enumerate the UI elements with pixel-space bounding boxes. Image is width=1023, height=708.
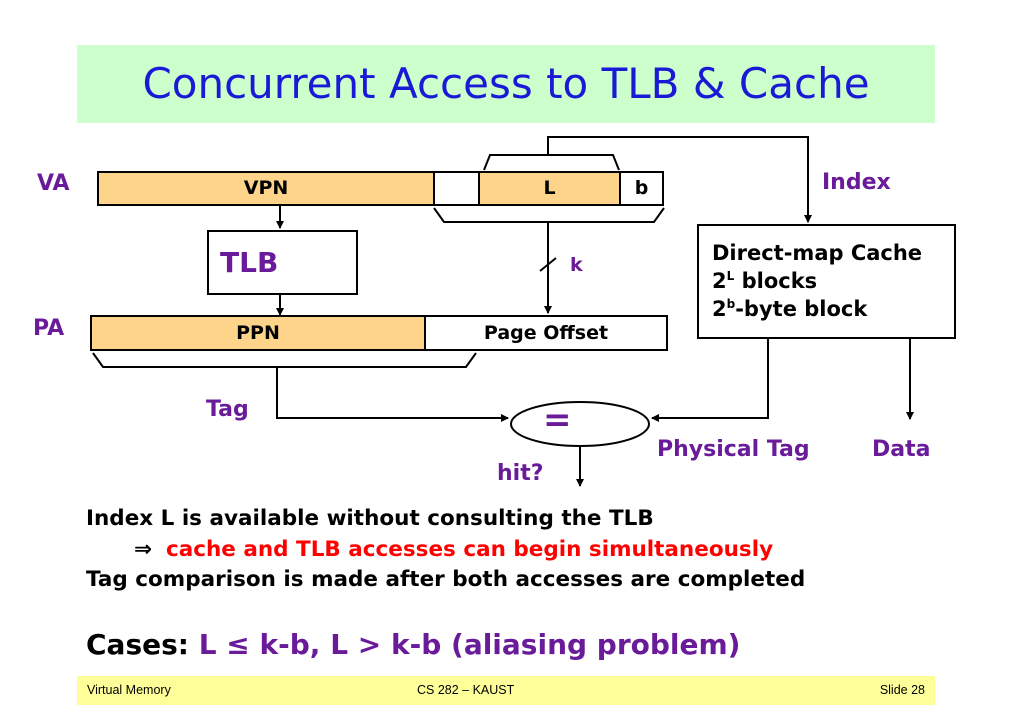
- cases-label: Cases:: [86, 628, 189, 661]
- tag-bracket: [92, 352, 477, 368]
- cache-blocksize-line: 2b-byte block: [712, 297, 867, 321]
- physical-tag-wire: [651, 339, 769, 422]
- tag-wire: [276, 367, 509, 422]
- cache-blocks-text: blocks: [734, 269, 818, 293]
- slide-title: Concurrent Access to TLB & Cache: [142, 59, 870, 108]
- tag-label: Tag: [206, 397, 249, 422]
- vpn-field: VPN: [97, 171, 435, 206]
- cache-title: Direct-map Cache: [712, 241, 923, 265]
- pa-label: PA: [33, 316, 65, 341]
- cache-blocksize-text: -byte block: [735, 297, 868, 321]
- title-band: Concurrent Access to TLB & Cache: [77, 45, 935, 123]
- cases-line: Cases: L ≤ k-b, L > k-b (aliasing proble…: [86, 628, 740, 661]
- data-label: Data: [872, 437, 931, 462]
- cache-blocks-line: 2L blocks: [712, 269, 817, 293]
- note-arrow: ⇒: [134, 537, 153, 562]
- cache-blocks-base: 2: [712, 269, 727, 293]
- slide-footer: Virtual Memory CS 282 – KAUST Slide 28: [77, 676, 935, 705]
- index-label: Index: [822, 170, 891, 195]
- hit-label: hit?: [497, 461, 544, 486]
- physical-tag-label: Physical Tag: [657, 437, 810, 462]
- tlb-box: [207, 230, 358, 295]
- comparator-ellipse: [510, 401, 650, 447]
- note-simultaneous: cache and TLB accesses can begin simulta…: [166, 537, 774, 562]
- cache-blocks-exp: L: [726, 269, 735, 283]
- ppn-field: PPN: [90, 315, 426, 351]
- va-gap-field: [433, 171, 480, 206]
- index-wire: [547, 136, 812, 223]
- cases-text: L ≤ k-b, L > k-b (aliasing problem): [198, 628, 741, 661]
- k-label: k: [570, 254, 583, 276]
- k-slash: [539, 257, 557, 272]
- k-bottom-bracket: [433, 207, 665, 223]
- direct-map-cache-box: [697, 224, 956, 339]
- page-offset-field: Page Offset: [424, 315, 668, 351]
- l-top-bracket: [483, 154, 620, 171]
- footer-right: Slide 28: [879, 683, 925, 697]
- equals-sign: =: [543, 400, 572, 440]
- va-label: VA: [37, 171, 70, 196]
- footer-center: CS 282 – KAUST: [417, 683, 515, 697]
- l-field: L: [478, 171, 621, 206]
- footer-left: Virtual Memory: [87, 683, 171, 697]
- tlb-label: TLB: [220, 246, 279, 279]
- b-field: b: [619, 171, 664, 206]
- note-index-available: Index L is available without consulting …: [86, 506, 654, 531]
- cache-blocksize-base: 2: [712, 297, 727, 321]
- cache-blocksize-exp: b: [726, 297, 736, 311]
- note-tag-comparison: Tag comparison is made after both access…: [86, 567, 806, 592]
